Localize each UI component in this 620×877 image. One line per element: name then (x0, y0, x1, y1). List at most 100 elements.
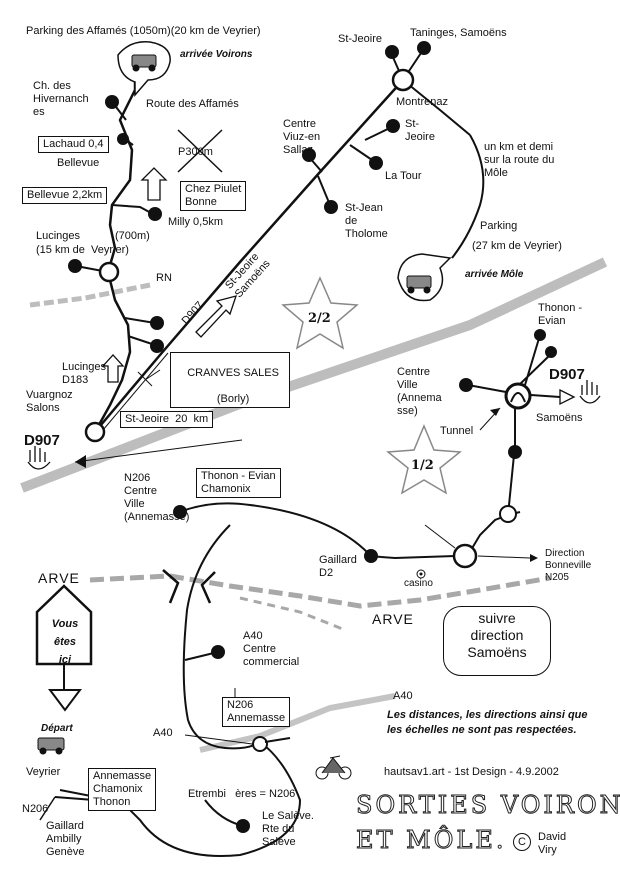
label-la-tour: La Tour (385, 170, 422, 182)
tunnel-arch (510, 392, 526, 403)
sign-annemasse-chamonix-thonon: Annemasse Chamonix Thonon (88, 768, 157, 811)
label-samoens-right: Samoëns (536, 412, 583, 424)
bracket-left (162, 569, 180, 604)
label-d907-right: D907 (549, 366, 585, 383)
copyright-icon: C (513, 833, 531, 851)
label-direction-bonneville: Direction Bonneville N205 (545, 548, 592, 583)
road-tunnel-left (467, 384, 507, 393)
line-to-gaillard (424, 524, 456, 549)
arrowhead-n205 (530, 554, 538, 562)
label-a40-left: A40 (153, 727, 173, 739)
label-gaillard-ambilly: Gaillard Ambilly Genève (46, 820, 85, 858)
label-etrembieres: Etrembi ères = N206 (188, 788, 296, 800)
arve-river-b (239, 596, 346, 632)
road-to-samoens-right (530, 394, 561, 398)
spur-rn-1 (124, 317, 156, 324)
label-a40-centre: A40 Centre commercial (243, 630, 300, 668)
road-montrenaz (402, 79, 471, 136)
sign-st-jeoire-20: St-Jeoire 20 km (120, 411, 214, 428)
label-vuargnoz: Vuargnoz Salons (26, 389, 73, 414)
label-p300: P300m (178, 146, 213, 158)
label-montrenaz: Montrenaz (396, 96, 448, 108)
label-un-km: un km et demi sur la route du Môle (484, 141, 555, 179)
road-n205 (477, 555, 531, 559)
sign-vous-etes-ici: Vous êtes ici (40, 615, 90, 669)
roundabout-lucinges (98, 261, 120, 283)
label-thonon-evian-top: Thonon - Evian (538, 302, 583, 327)
label-casino: casino (404, 578, 433, 589)
label-centre-ville-right: Centre Ville (Annema sse) (397, 366, 442, 417)
label-st-jean: St-Jean de Tholome (345, 202, 388, 240)
label-d907-left: D907 (24, 432, 60, 449)
road-thonon (518, 334, 551, 386)
road-voirons (93, 75, 137, 433)
star-stage-1 (386, 424, 462, 495)
title-sorties-voirons: SORTIES VOIRONS (355, 791, 620, 820)
label-suivre-2: direction (470, 627, 524, 643)
motorcycle-icon (315, 755, 352, 780)
road-north-south (182, 524, 261, 750)
label-suivre-1: suivre (478, 610, 516, 626)
label-bellevue: Bellevue (57, 157, 100, 169)
label-etes: êtes (53, 636, 77, 648)
road-n206-arc (184, 502, 369, 554)
label-centre-viuz: Centre Viuz-en Sallaz (283, 118, 321, 156)
roundabout-gaillard (452, 543, 478, 569)
label-borly: (Borly) (216, 393, 250, 405)
hand-icon-left (27, 446, 51, 470)
label-lucinges-alt: (700m) (115, 230, 150, 242)
label-route-affames: Route des Affamés (146, 98, 239, 110)
label-arrivee-mole: arrivée Môle (465, 269, 524, 280)
road-gaillard (367, 555, 456, 560)
arrowhead-d907 (75, 455, 86, 468)
sign-lachaud: Lachaud 0,4 (38, 136, 109, 153)
label-lucinges-dist: (15 km de Veyrier) (36, 244, 129, 256)
label-vous: Vous (51, 618, 79, 630)
road-centre-ville-right (507, 395, 516, 516)
label-depart: Départ (41, 723, 73, 734)
arrow-up-lucinges (101, 354, 125, 383)
label-a40-mid: A40 (393, 690, 413, 702)
bubble-voirons (117, 41, 171, 98)
sign-cranves-sales: CRANVES SALES (Borly) (170, 352, 290, 408)
label-arrivee-voirons: arrivée Voirons (180, 49, 253, 60)
label-ici: ici (58, 654, 72, 666)
label-lucinges-d183: Lucinges D183 (62, 361, 107, 386)
depart-arrow (48, 689, 82, 712)
endpoint-dots-lower (173, 329, 557, 833)
label-cranves: CRANVES SALES (187, 367, 279, 379)
arrowhead-samoens (559, 388, 576, 406)
hand-icon-right (579, 380, 601, 404)
arrowhead-tunnel (490, 408, 500, 416)
label-credit: hautsav1.art - 1st Design - 4.9.2002 (384, 766, 559, 778)
car-icon (37, 54, 432, 755)
label-arve-right: ARVE (372, 611, 414, 627)
label-veyrier: Veyrier (26, 766, 61, 778)
roundabout-annemasse (252, 736, 268, 752)
road-st-jean (317, 175, 331, 206)
label-n206-centre: N206 Centre Ville (Annemasse) (124, 472, 190, 523)
label-milly: Milly 0,5km (168, 216, 224, 228)
label-st-jeoire-top: St-Jeoire (338, 33, 383, 45)
label-arve-left: ARVE (38, 570, 80, 586)
label-author: David Viry (538, 831, 567, 856)
sign-suivre-direction: suivre direction Samoëns (443, 606, 551, 676)
label-tunnel: Tunnel (440, 425, 474, 437)
label-lucinges-top: Lucinges (36, 230, 81, 242)
label-rn: RN (156, 272, 172, 284)
road-d907-parallel (102, 352, 169, 431)
label-gaillard-d2: Gaillard D2 (319, 554, 357, 579)
label-parking-affames: Parking des Affamés (1050m)(20 km de Vey… (26, 25, 261, 37)
label-taninges: Taninges, Samoëns (410, 27, 507, 39)
sign-thonon-evian-chamonix: Thonon - Evian Chamonix (196, 468, 281, 498)
grey-band-main (20, 257, 608, 493)
cross-ticks (137, 369, 161, 387)
note-distances: Les distances, les directions ainsi que … (387, 709, 588, 736)
road-lower-loop (59, 741, 302, 857)
road-spur-annemasse (264, 737, 291, 743)
endpoint-dots-top (68, 41, 431, 353)
roundabout-montrenaz (391, 68, 415, 92)
road-mole (451, 134, 485, 259)
sign-bellevue-km: Bellevue 2,2km (22, 187, 108, 204)
